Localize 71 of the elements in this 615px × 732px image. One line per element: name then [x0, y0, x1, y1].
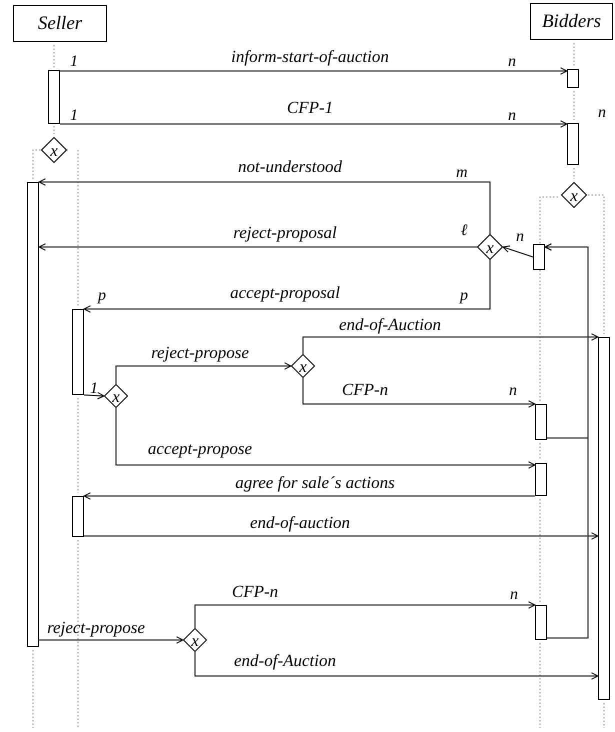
decision-diamond	[291, 354, 315, 378]
multiplicity-label: n	[508, 53, 516, 71]
participant-name: Bidders	[542, 10, 602, 32]
message-label: reject-propose	[151, 344, 249, 363]
message-arrow	[84, 392, 104, 400]
message-arrow	[544, 243, 588, 638]
message-label: reject-proposal	[233, 224, 337, 243]
multiplicity-label: n	[516, 228, 524, 246]
multiplicity-label: 1	[70, 107, 78, 125]
multiplicity-label: n	[508, 107, 516, 125]
message-arrow	[502, 246, 534, 258]
activation-bar	[72, 496, 84, 537]
message-arrow	[60, 120, 568, 128]
message-label: CFP-1	[286, 99, 334, 118]
multiplicity-label: 1	[90, 380, 98, 398]
participant-box	[530, 3, 613, 40]
activation-bar	[567, 123, 579, 165]
message-arrow	[84, 260, 490, 313]
activation-bar	[48, 70, 60, 124]
message-arrow	[38, 636, 184, 644]
multiplicity-label: m	[456, 164, 468, 182]
decision-diamond	[561, 182, 587, 208]
multiplicity-label: n	[598, 104, 606, 122]
gateway-symbol: x	[191, 632, 199, 648]
message-arrow	[302, 378, 536, 408]
multiplicity-label: n	[509, 382, 517, 400]
message-arrow	[194, 601, 536, 628]
message-arrow	[38, 178, 490, 234]
multiplicity-label: n	[510, 586, 518, 604]
activation-bar	[598, 337, 610, 700]
multiplicity-label: p	[460, 287, 468, 305]
multiplicity-label: ℓ	[461, 222, 468, 240]
message-arrow	[60, 67, 568, 75]
message-arrow	[302, 333, 598, 354]
message-arrow	[116, 408, 536, 469]
message-label: CFP-n	[342, 381, 388, 400]
decision-diamond	[183, 628, 207, 652]
activation-bar	[72, 309, 84, 395]
activation-bar	[535, 404, 547, 440]
decision-diamond	[477, 234, 503, 260]
message-arrow	[84, 492, 536, 500]
message-label: reject-propose	[47, 619, 145, 638]
message-label: accept-propose	[148, 440, 252, 459]
message-label: end-of-auction	[250, 514, 350, 533]
decision-diamond	[41, 137, 67, 163]
message-label: not-understood	[238, 158, 342, 177]
message-label: accept-proposal	[230, 284, 340, 303]
activation-bar	[567, 69, 579, 88]
gateway-symbol: x	[112, 388, 120, 404]
participant-box	[13, 5, 107, 42]
multiplicity-label: 1	[70, 53, 78, 71]
activation-bar	[535, 463, 547, 496]
message-label: CFP-n	[232, 583, 278, 602]
activation-bar	[533, 244, 545, 270]
message-label: inform-start-of-auction	[231, 48, 389, 67]
activation-bar	[27, 182, 39, 647]
message-arrow	[84, 532, 598, 540]
gateway-symbol: x	[50, 142, 58, 158]
message-arrow	[194, 652, 598, 680]
gateway-symbol: x	[570, 186, 578, 204]
activation-bar	[535, 605, 547, 640]
participant-name: Seller	[38, 12, 82, 34]
message-label: end-of-Auction	[234, 652, 336, 671]
decision-diamond	[104, 384, 128, 408]
gateway-symbol: x	[299, 358, 307, 374]
message-arrow	[116, 362, 292, 384]
message-label: end-of-Auction	[339, 316, 441, 335]
message-arrow	[38, 243, 478, 251]
message-label: agree for sale´s actions	[235, 474, 395, 493]
multiplicity-label: p	[98, 287, 106, 305]
gateway-symbol: x	[486, 238, 494, 256]
